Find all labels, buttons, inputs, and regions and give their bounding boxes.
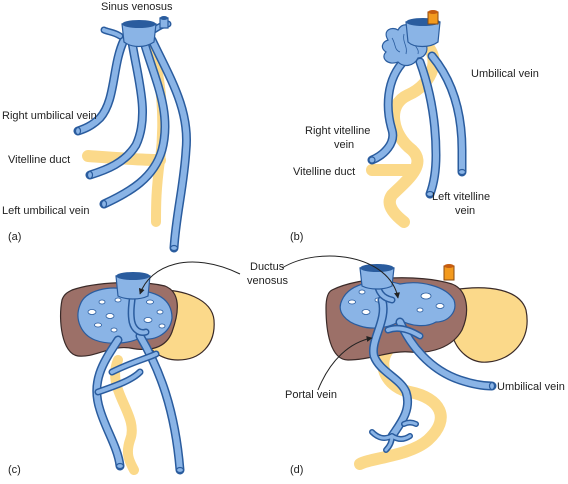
- sinus-venosus-a: [121, 16, 169, 48]
- sinusoid-spaces-c: [87, 297, 166, 333]
- liver-bud-b: [381, 10, 441, 67]
- label-sinus-venosus: Sinus venosus: [101, 1, 173, 13]
- ductus-venosus-callout: Ductus venosus: [138, 255, 400, 391]
- panel-tag-a: (a): [8, 231, 21, 243]
- label-vitelline-duct-b: Vitelline duct: [293, 166, 355, 178]
- label-right-umbilical-vein: Right umbilical vein: [2, 110, 97, 122]
- label-umbilical-vein-b: Umbilical vein: [471, 68, 539, 80]
- panel-c: (c): [8, 272, 215, 476]
- veins-c: [92, 288, 185, 475]
- sinus-venosus-c: [115, 272, 151, 300]
- veins-b: [367, 51, 467, 199]
- label-right-vitelline-vein-1: Right vitelline: [305, 125, 370, 137]
- pointer-ductus-venosus-d: [281, 255, 400, 299]
- panel-tag-c: (c): [8, 464, 21, 476]
- label-ductus-venosus-2: venosus: [247, 275, 288, 287]
- label-left-vitelline-vein-1: Left vitelline: [432, 191, 490, 203]
- panel-tag-b: (b): [290, 231, 303, 243]
- panel-d: Portal vein Umbilical vein (d): [285, 264, 565, 476]
- pointer-portal-vein: [317, 336, 373, 391]
- label-portal-vein: Portal vein: [285, 389, 337, 401]
- label-left-vitelline-vein-2: vein: [455, 205, 475, 217]
- label-umbilical-vein-d: Umbilical vein: [497, 381, 565, 393]
- veins-a: [73, 20, 192, 253]
- label-left-umbilical-vein: Left umbilical vein: [2, 205, 89, 217]
- panel-b: Umbilical vein Right vitelline vein Vite…: [290, 10, 539, 243]
- pointer-ductus-venosus-c: [138, 261, 241, 295]
- label-right-vitelline-vein-2: vein: [334, 139, 354, 151]
- panel-a: Sinus venosus Right umbilical vein Vitel…: [2, 1, 192, 253]
- label-ductus-venosus-1: Ductus: [250, 261, 285, 273]
- label-vitelline-duct-a: Vitelline duct: [8, 154, 70, 166]
- panel-tag-d: (d): [290, 464, 303, 476]
- gut-lobe-d: [451, 287, 528, 363]
- veins-d: [368, 276, 497, 453]
